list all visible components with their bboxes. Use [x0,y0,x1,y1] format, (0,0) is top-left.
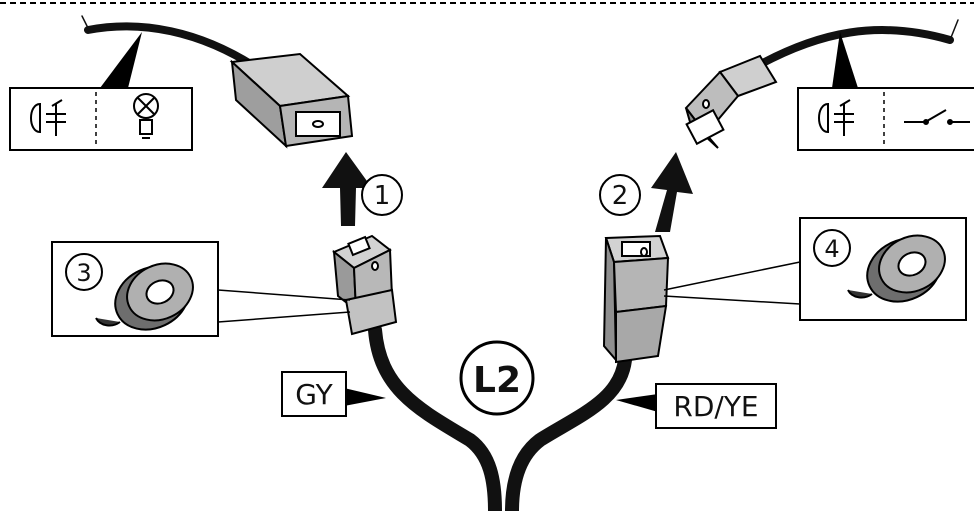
leader-line-3a [217,289,351,301]
fog-light-icon [30,99,66,136]
insulation-tape-icon [95,262,194,331]
svg-text:2: 2 [612,181,629,211]
tape-box-3: 3 [51,241,351,337]
svg-text:1: 1 [374,181,391,211]
wire-label-rdye: RD/YE [616,383,777,429]
insulation-tape-icon [847,234,946,303]
leader-line-3b [217,311,351,323]
wire-label-gy: GY [281,371,386,417]
svg-text:RD/YE: RD/YE [673,390,758,423]
step-badge-2: 2 [599,174,641,216]
wire-right-top [746,26,954,74]
left-function-box [9,32,193,151]
wire-gy [368,323,502,511]
mating-connector-left [229,52,354,149]
svg-text:GY: GY [295,378,333,411]
right-box-pointer [832,32,858,88]
harness-connector-right [602,234,670,364]
wire-left-top [84,22,264,74]
right-function-box [797,32,974,151]
switch-icon [904,109,970,125]
svg-text:L2: L2 [473,360,521,401]
harness-label: L2 [459,340,535,416]
arrow-1 [322,152,372,226]
left-box-pointer [100,32,142,88]
wire-rdye [505,353,632,511]
arrow-2 [651,152,693,232]
bulb-icon [133,93,159,139]
tape-box-4: 4 [663,217,967,321]
fog-light-icon [818,99,854,136]
step-badges: 1 2 [361,174,641,216]
svg-text:4: 4 [824,235,839,263]
wires [81,15,959,511]
svg-text:3: 3 [76,259,91,287]
wire-left-top-end [81,15,91,33]
arrows [322,152,693,232]
leader-line-4b [663,295,801,305]
wire-right-top-end [949,19,959,41]
mating-connector-right [684,54,778,149]
leader-line-4a [663,261,801,291]
harness-connector-left [332,234,398,336]
step-badge-1: 1 [361,174,403,216]
